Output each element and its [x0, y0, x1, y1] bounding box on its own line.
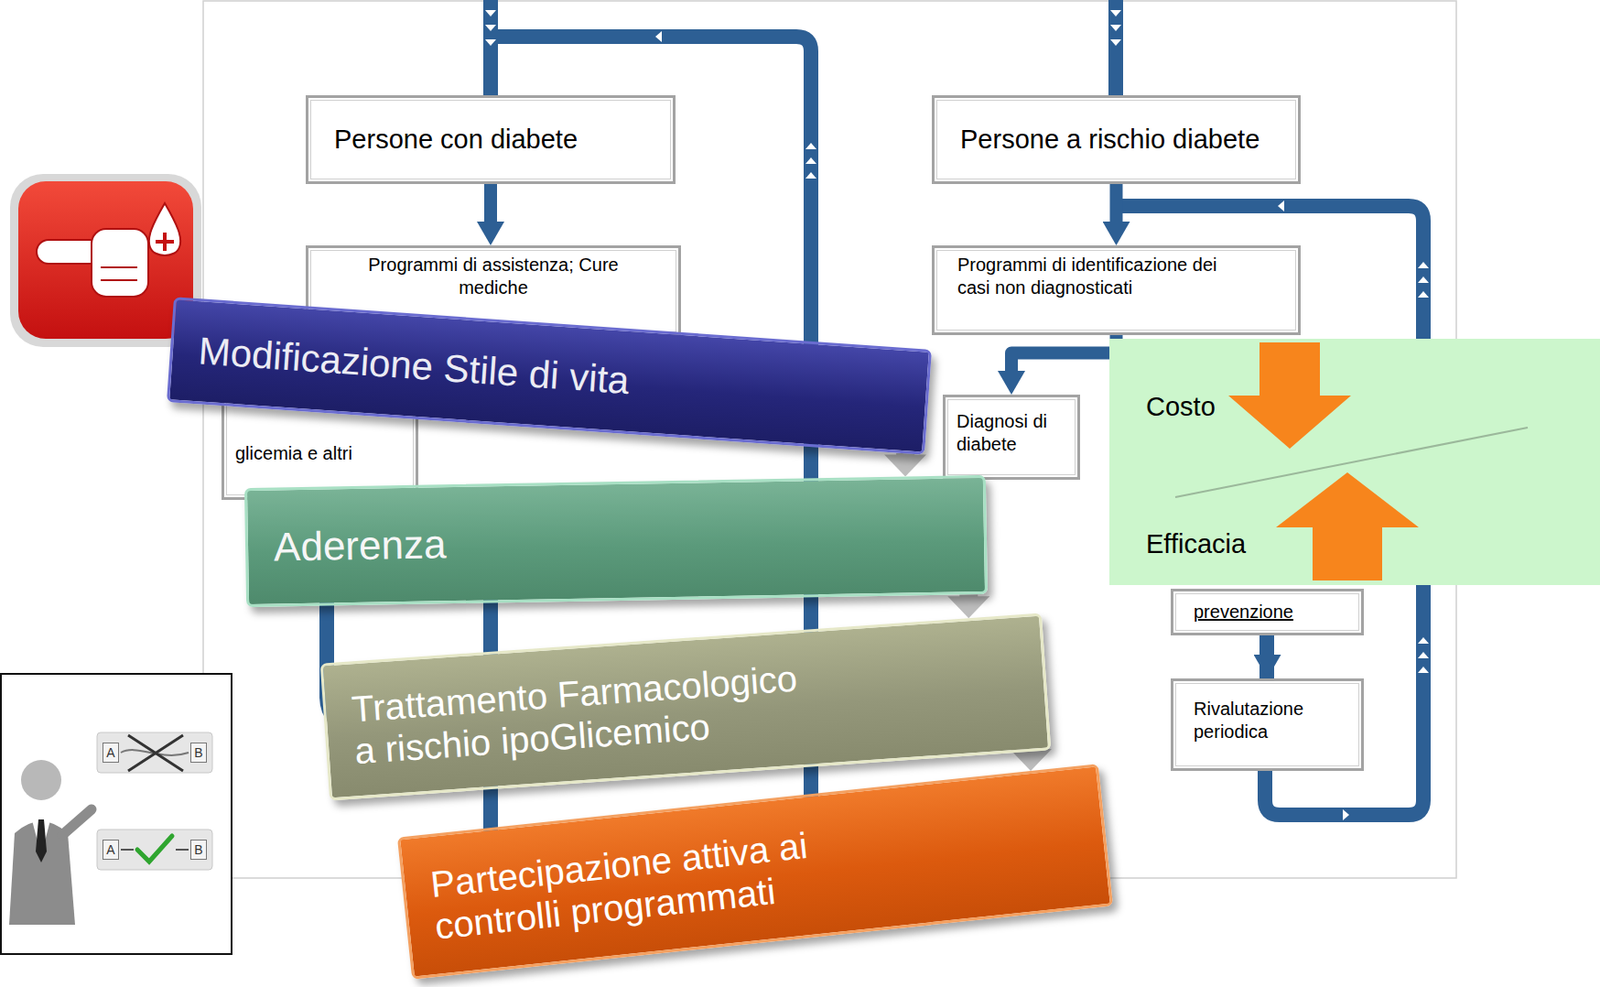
process-box: Diagnosi di diabete — [942, 394, 1081, 480]
box-text: Rivalutazione periodica — [1193, 697, 1341, 744]
box-text: Aderenza — [273, 520, 447, 571]
track-chevron — [655, 31, 662, 43]
check-mark — [137, 835, 173, 862]
flow-connector — [484, 183, 498, 234]
blood-drop — [149, 203, 181, 256]
up-arrow — [1275, 472, 1419, 581]
choice-letter: B — [190, 839, 207, 860]
route-line — [120, 848, 189, 851]
step-band: Partecipazione attiva ai controlli progr… — [397, 763, 1114, 980]
choice-letter: B — [190, 742, 207, 763]
balance-panel: CostoEfficacia — [1109, 338, 1600, 585]
process-box: Persone a rischio diabete — [931, 95, 1301, 184]
cross-mark — [128, 735, 184, 771]
flow-connector — [1261, 635, 1275, 667]
track-chevron — [1110, 39, 1122, 46]
choice-letter: A — [102, 839, 119, 860]
flow-connector — [1110, 183, 1124, 234]
icon-frame — [0, 673, 232, 954]
track-chevron — [1417, 291, 1429, 298]
track-chevron — [1342, 809, 1350, 821]
step-band: Aderenza — [244, 475, 988, 607]
choice-panel — [97, 732, 213, 773]
box-text: Persone a rischio diabete — [960, 122, 1260, 156]
step-arrow — [959, 594, 978, 607]
person-tie — [35, 819, 47, 863]
box-text: Programmi di identificazione dei casi no… — [957, 253, 1233, 300]
icon-face — [18, 181, 194, 339]
track-chevron — [1110, 10, 1122, 17]
track-chevron — [805, 142, 817, 150]
balance-beam — [1175, 427, 1528, 498]
step-arrow — [896, 453, 915, 466]
flow-track — [1108, 0, 1124, 96]
track-chevron — [805, 172, 817, 179]
track-chevron — [1417, 276, 1429, 283]
axis-word: Efficacia — [1145, 529, 1600, 560]
person-head — [21, 759, 62, 800]
box-text: glicemia e altri — [235, 442, 407, 465]
track-chevron — [805, 157, 817, 164]
down-arrow — [1228, 342, 1352, 449]
hand-palm — [91, 228, 149, 297]
drop-plus — [155, 232, 174, 251]
box-text: Diagnosi di diabete — [956, 410, 1067, 456]
track-chevron — [485, 24, 497, 32]
process-box: Persone con diabete — [305, 95, 676, 184]
flow-track — [483, 0, 498, 96]
box-text: Programmi di assistenza; Cure mediche — [349, 253, 638, 300]
flow-track — [1259, 632, 1275, 679]
hand-lines — [100, 267, 138, 281]
track-chevron — [1277, 200, 1285, 212]
step-band: Trattamento Farmacologico a rischio ipoG… — [320, 613, 1052, 801]
person-arm — [62, 809, 92, 835]
flow-connector — [1011, 335, 1117, 383]
axis-word: Costo — [1145, 391, 1600, 422]
track-chevron — [1417, 666, 1429, 673]
track-chevron — [1417, 651, 1429, 659]
track-chevron — [485, 39, 497, 46]
process-box: Rivalutazione periodica — [1170, 678, 1364, 771]
track-chevron — [1110, 24, 1122, 32]
track-chevron — [485, 10, 497, 17]
track-chevron — [1417, 261, 1429, 269]
box-text: Trattamento Farmacologico a rischio ipoG… — [350, 654, 832, 772]
process-box: Programmi di identificazione dei casi no… — [931, 245, 1301, 336]
choice-panel — [97, 829, 213, 870]
track-chevron — [1417, 637, 1429, 644]
process-box: prevenzione — [1170, 588, 1364, 636]
box-text: prevenzione — [1193, 600, 1341, 624]
box-text: Modificazione Stile di vita — [196, 328, 631, 403]
box-text: Persone con diabete — [334, 122, 578, 156]
box-text: Partecipazione attiva ai controlli progr… — [428, 813, 911, 948]
step-arrow — [1021, 751, 1040, 760]
choice-letter: A — [102, 742, 119, 763]
